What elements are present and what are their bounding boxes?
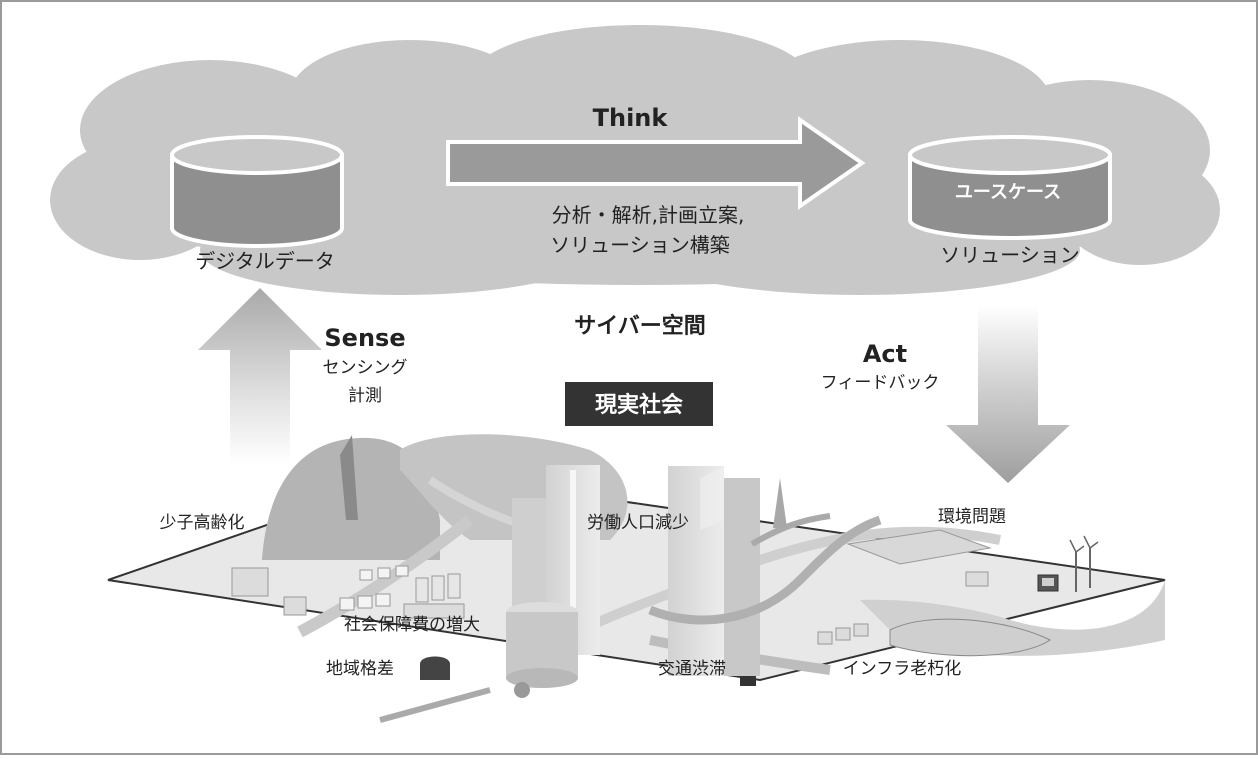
real-society-badge <box>565 382 713 426</box>
think-description-line1: 分析・解析,計画立案, <box>552 203 745 227</box>
think-arrow <box>446 116 866 210</box>
sense-line1: センシング <box>323 358 408 378</box>
act-arrow <box>946 305 1070 483</box>
sense-line2: 計測 <box>348 386 382 406</box>
act-line1: フィードバック <box>821 373 940 393</box>
think-title: Think <box>593 104 669 132</box>
issue-aging-label: 少子高齢化 <box>160 513 245 533</box>
act-title: Act <box>863 340 907 368</box>
sense-arrow <box>198 288 322 465</box>
issue-social-security-label: 社会保障費の増大 <box>344 615 480 635</box>
think-description-line2: ソリューション構築 <box>550 233 730 257</box>
use-case-label: ユースケース <box>955 182 1061 203</box>
use-case-database-icon <box>908 135 1112 240</box>
cyber-space-label: サイバー空間 <box>574 313 706 339</box>
digital-data-label: デジタルデータ <box>195 249 335 273</box>
sense-title: Sense <box>324 324 405 352</box>
digital-data-database-icon <box>170 135 344 248</box>
city-illustration <box>107 434 1166 723</box>
issue-labor-label: 労働人口減少 <box>587 513 689 533</box>
issue-regional-gap-label: 地域格差 <box>326 659 394 679</box>
issue-traffic-label: 交通渋滞 <box>658 659 726 679</box>
issue-environment-label: 環境問題 <box>938 507 1006 527</box>
solution-label: ソリューション <box>940 243 1080 267</box>
issue-infrastructure-label: インフラ老朽化 <box>843 659 962 679</box>
real-society-label: 現実社会 <box>595 392 683 418</box>
